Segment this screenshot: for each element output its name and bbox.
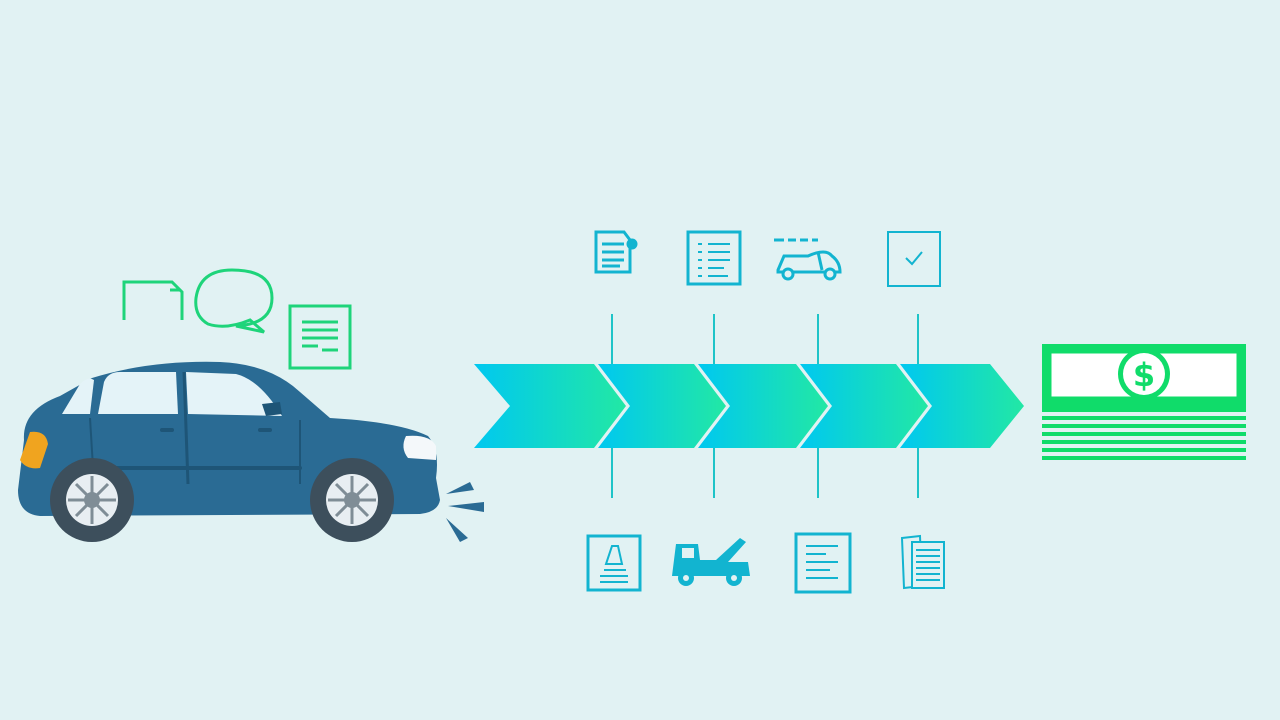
cash-stack-icon: $	[1042, 344, 1246, 460]
document-icon	[122, 280, 184, 320]
report-form-icon	[288, 304, 352, 370]
paperwork-stack-icon	[900, 534, 945, 590]
tow-truck-icon	[672, 538, 750, 586]
process-step-2	[598, 364, 726, 448]
connector-lines	[611, 314, 919, 498]
process-step-5	[900, 364, 1024, 448]
claim-document-icon	[594, 230, 638, 274]
estimate-form-icon	[794, 532, 852, 594]
car-assessment-icon	[774, 238, 842, 281]
checklist-icon	[686, 230, 742, 286]
process-arrow	[474, 364, 1024, 448]
process-step-1	[474, 364, 626, 448]
speech-bubble-icon	[194, 268, 274, 334]
police-report-icon	[586, 534, 642, 592]
dollar-sign: $	[1133, 356, 1155, 394]
impact-burst-icon	[446, 482, 484, 542]
blue-hatchback-car-icon	[18, 361, 440, 542]
approval-check-icon	[887, 231, 941, 287]
process-step-3	[698, 364, 828, 448]
process-step-4	[800, 364, 928, 448]
